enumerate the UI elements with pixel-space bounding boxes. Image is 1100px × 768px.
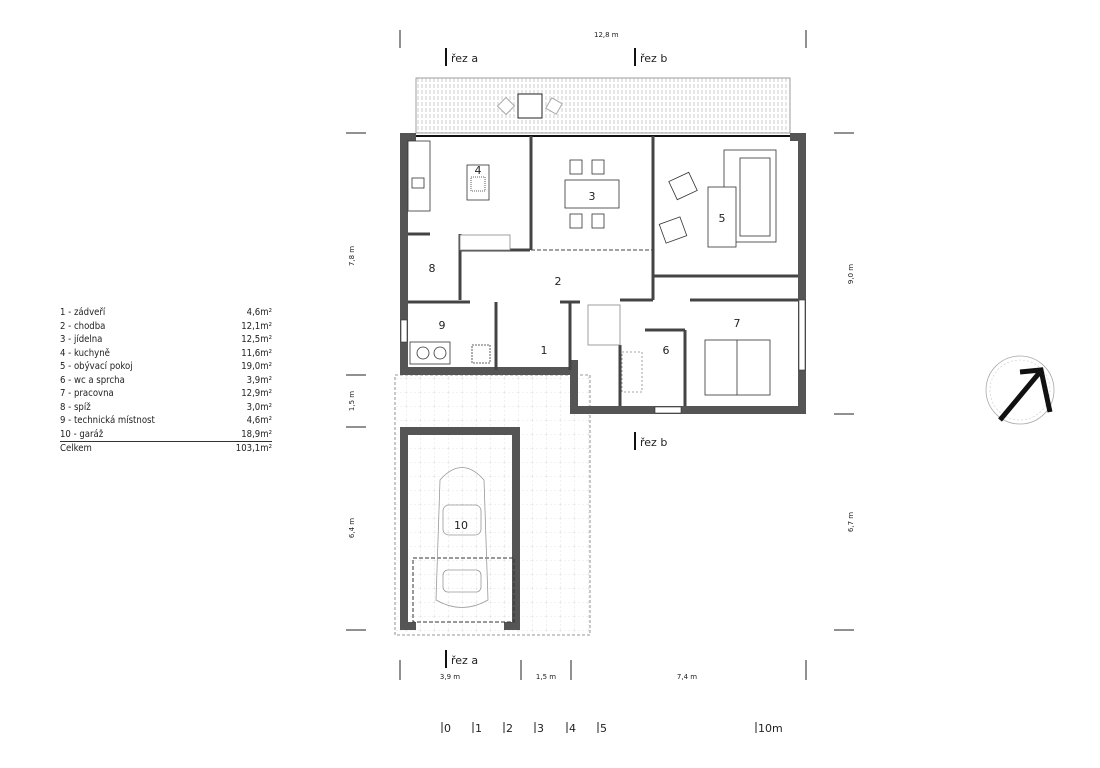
legend-label: 6 - wc a sprcha [60,374,125,386]
window [400,319,408,343]
legend-total-area: 103,1m² [235,443,272,454]
scale-1: 1 [475,722,482,735]
room-number-1: 1 [541,344,548,357]
room-number-4: 4 [475,164,482,177]
terrace-chair [545,97,563,115]
dim-left-3: 6,4 m [348,518,356,538]
scale-10: 10m [758,722,783,735]
legend-label: 3 - jídelna [60,334,103,345]
dim-bottom-2: 1,5 m [536,673,556,681]
legend-area: 4,6m² [246,307,272,318]
terrace [415,77,791,134]
dim-bottom-3: 7,4 m [677,673,697,681]
section-b-mid: řez b [640,436,667,449]
legend-label: 8 - spíž [60,401,91,413]
scale-0: 0 [444,722,451,735]
legend-label: 2 - chodba [60,320,106,332]
scale-5: 5 [600,722,607,735]
legend-area: 12,1m² [241,320,272,332]
room-number-9: 9 [439,319,446,332]
legend-label: 4 - kuchyně [60,347,110,359]
legend-area: 4,6m² [246,415,272,426]
scale-4: 4 [569,722,576,735]
north-arrow-icon [985,355,1055,425]
legend-label: 10 - garáž [60,428,104,440]
legend-row: 1 - zádveří 4,6m² [60,306,272,320]
legend-total-label: Celkem [60,443,92,454]
window [798,299,806,371]
legend-area: 11,6m² [241,347,272,359]
room-number-2: 2 [555,275,562,288]
legend-area: 12,5m² [241,334,272,345]
room-number-10: 10 [454,519,468,532]
dim-left-1: 7,8 m [348,246,356,266]
legend-row: 2 - chodba 12,1m² [60,320,272,334]
dim-right-2: 6,7 m [847,512,855,532]
legend-label: 9 - technická místnost [60,415,155,426]
room-area-legend: 1 - zádveří 4,6m² 2 - chodba 12,1m² 3 - jí… [60,306,272,456]
legend-label: 1 - zádveří [60,307,106,318]
exterior-walls [400,133,806,414]
legend-area: 18,9m² [241,428,272,440]
dim-top: 12,8 m [594,31,619,39]
legend-row: 8 - spíž 3,0m² [60,401,272,415]
legend-area: 12,9m² [241,388,272,399]
car [435,467,489,608]
dim-left-2: 1,5 m [348,391,356,411]
legend-row: 10 - garáž 18,9m² [60,428,272,442]
garage-walls [400,427,520,630]
section-a-top: řez a [451,52,478,65]
section-a-bottom: řez a [451,654,478,667]
scale-bar: 0 1 2 3 4 5 10m [441,722,783,735]
legend-row: 3 - jídelna 12,5m² [60,333,272,347]
legend-area: 19,0m² [241,361,272,372]
legend-row: 6 - wc a sprcha 3,9m² [60,374,272,388]
paved-path [394,374,591,636]
room-number-7: 7 [734,317,741,330]
furniture [407,140,777,396]
legend-total-row: Celkem 103,1m² [60,442,272,456]
dim-right-1: 9,0 m [847,264,855,284]
terrace-chair [496,96,516,116]
legend-row: 9 - technická místnost 4,6m² [60,414,272,428]
room-number-8: 8 [429,262,436,275]
section-markers [445,48,636,668]
scale-3: 3 [537,722,544,735]
legend-area: 3,0m² [246,401,272,413]
legend-label: 7 - pracovna [60,388,114,399]
legend-area: 3,9m² [246,374,272,386]
terrace-table [517,93,543,119]
legend-row: 4 - kuchyně 11,6m² [60,347,272,361]
section-b-top: řez b [640,52,667,65]
room-number-3: 3 [589,190,596,203]
interior-walls [408,136,798,406]
window [654,406,682,414]
room-number-5: 5 [719,212,726,225]
dim-bottom-1: 3,9 m [440,673,460,681]
legend-label: 5 - obývací pokoj [60,361,133,372]
scale-2: 2 [506,722,513,735]
garage-door-outline [412,557,515,623]
dimension-lines [346,30,854,680]
room-number-6: 6 [663,344,670,357]
legend-row: 5 - obývací pokoj 19,0m² [60,360,272,374]
legend-row: 7 - pracovna 12,9m² [60,387,272,401]
